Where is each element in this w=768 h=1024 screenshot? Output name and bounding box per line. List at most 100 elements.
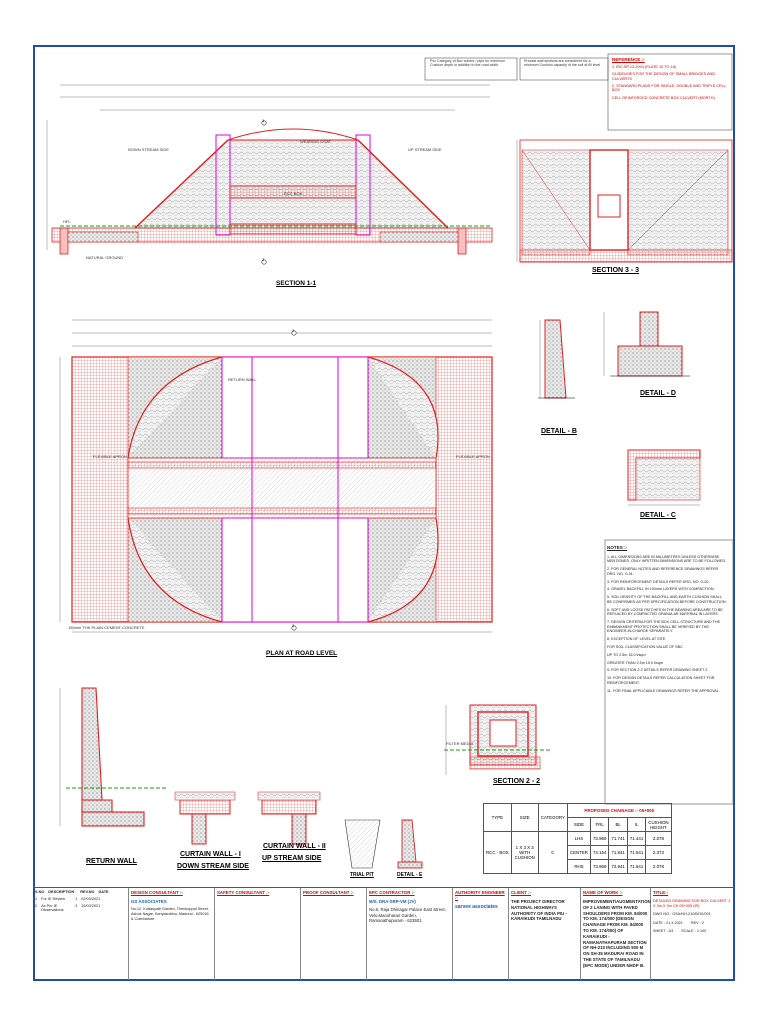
curtain-wall-2-label: CURTAIN WALL - II <box>263 843 326 850</box>
title-text: DETAILED DRAWING FOR BOX CULVERT 1 X 3m … <box>653 899 731 909</box>
note-item: 8. EXCEPTION OF LEVEL AT SITE <box>607 637 666 642</box>
authority-engineer-cell: AUTHORITY ENGINEER :- sarvee associates <box>453 888 509 980</box>
table-title: PROPOSED CHAINAGE :- 05+005 <box>566 803 672 818</box>
section-mark: 1 <box>262 118 265 123</box>
drawing-scale: SCALE : 1:100 <box>681 929 707 934</box>
epc-contractor-address: No.6, Raja Dhinagar Palace East Street, … <box>369 906 446 924</box>
rev-header: S.NO <box>35 890 45 894</box>
date-rev-row: DATE : 21.3.2021 REV : 2 <box>653 921 733 925</box>
wearing-coat-label: WEARING COAT <box>300 139 332 144</box>
table-cell: 74.164 <box>589 845 610 860</box>
note-item: 1. ALL DIMENSIONS ARE IN MILLIMETRES UNL… <box>607 554 727 564</box>
table-cell: 71.441 <box>626 831 647 846</box>
section-1-1-drawing <box>46 84 493 265</box>
safety-consultant-cell: SAFETY CONSULTANT :- <box>215 888 301 980</box>
table-header: CATEGORY <box>537 803 568 832</box>
table-header: BL <box>608 817 628 832</box>
detail-e-drawing <box>397 819 423 869</box>
table-header: IL <box>626 817 647 832</box>
trial-pit-drawing <box>344 819 381 869</box>
client-cell: CLIENT :- THE PROJECT DIRECTOR NATIONAL … <box>509 888 581 980</box>
table-header: CUSHION HEIGHT <box>645 817 672 832</box>
detail-c-label: DETAIL - C <box>640 512 676 519</box>
table-cell: 2.373 <box>645 845 672 860</box>
reference-line: 1. IRC:SP:13-2004 (PLATE 10 TO 18) <box>612 65 676 69</box>
curtain-wall-1-label: CURTAIN WALL - I <box>180 851 241 858</box>
return-wall-drawing <box>59 687 168 827</box>
revision-header-row: S.NO DESCRIPTION REV.NO DATE <box>35 890 126 894</box>
proof-consultant-head: PROOF CONSULTANT :- <box>303 890 354 895</box>
detail-c-drawing <box>627 449 701 506</box>
title-block: S.NO DESCRIPTION REV.NO DATE 1 For IE Re… <box>33 887 735 982</box>
table-cell: 2.078 <box>645 831 672 846</box>
detail-b-label: DETAIL - B <box>541 428 577 435</box>
hfl-label: HFL <box>63 219 71 224</box>
down-stream-side-tag: DOWN STREAM SIDE <box>128 147 169 152</box>
return-wall-plan-label: RETURN WALL <box>228 377 257 382</box>
section-mark: 2 <box>292 328 295 333</box>
note-item: 10. FOR DESIGN DETAILS REFER CALCULATION… <box>607 676 715 685</box>
safety-consultant-head: SAFETY CONSULTANT :- <box>217 890 270 895</box>
table-cell: 71.541 <box>626 845 647 860</box>
soil-heading: FOR SOIL CLASSIFICATION VALUE OF SBC <box>607 644 683 649</box>
down-stream-side-label: DOWN STREAM SIDE <box>177 863 249 870</box>
rcc-box-label: RCC BOX <box>284 191 303 196</box>
revision-cell: S.NO DESCRIPTION REV.NO DATE 1 For IE Re… <box>33 888 129 980</box>
section-mark: 1 <box>262 257 265 262</box>
reference-line: GUIDELINES FOR THE DESIGN OF SMALL BRIDG… <box>612 72 715 81</box>
section-1-1-label: SECTION 1-1 <box>276 280 317 287</box>
reference-title: REFERENCE :- <box>612 57 645 62</box>
soil-row: GREATER THAN 2.5m 15.0 t/sqm <box>607 660 664 665</box>
table-cell: C <box>537 831 568 874</box>
section-mark: 2 <box>292 623 295 628</box>
rev-header: REV.NO <box>80 890 95 894</box>
pcc-note-label: 150mm THK PLAIN CEMENT CONCRETE <box>68 625 145 630</box>
section-3-3-label: SECTION 3 - 3 <box>592 267 640 274</box>
note-item: 2. FOR GENERAL NOTES AND REFERENCE DRAWI… <box>607 567 719 576</box>
detail-e-label: DETAIL - E <box>397 872 423 878</box>
table-header: FRL <box>589 817 610 832</box>
authority-engineer-name: sarvee associates <box>455 904 498 910</box>
note-item: 7. DESIGN CRITERIA FOR THE BOX CELL STRU… <box>607 620 721 634</box>
drawing-date: DATE : 21.3.2021 <box>653 921 683 926</box>
drawing-number: DWG NO : GSA/NH-210/BOX/001 <box>653 912 711 917</box>
header-note-boxes <box>424 53 733 131</box>
detail-d-drawing <box>603 311 690 377</box>
table-header: SIZE <box>510 803 539 832</box>
design-consultant-name: GS ASSOCIATES <box>131 899 167 904</box>
table-cell: CENTER <box>566 845 591 860</box>
rev-cell: 1 <box>35 897 38 901</box>
rev-cell: As Per IE Observations <box>41 904 64 912</box>
revision-row: 1 For IE Review 1 02/03/2021 <box>35 897 126 901</box>
section-2-2-drawing <box>444 704 550 775</box>
table-cell: RHS <box>566 859 591 874</box>
drawing-title-cell: TITLE:- DETAILED DRAWING FOR BOX CULVERT… <box>651 888 735 980</box>
note-item: 6. SOFT AND LOOSE PATCHES IN THE BEARING… <box>607 607 723 617</box>
table-cell: 71.841 <box>608 845 628 860</box>
drawing-sheet-size: SHEET : A3 <box>653 929 674 934</box>
filter-media-label: FILTER MEDIA <box>446 741 474 746</box>
plan-at-road-level-drawing <box>59 319 493 633</box>
note-item: 4. GRAVEL BACKFILL IN 100mm LAYERS WITH … <box>607 587 715 592</box>
epc-contractor-name: M/S. DRA-SRP-VM (JV) <box>369 899 416 904</box>
sheet-scale-row: SHEET : A3 SCALE : 1:100 <box>653 929 733 933</box>
note-item: 5. SOIL DENSITY OF THE BACKFILL AND EART… <box>607 595 727 604</box>
reference-block: REFERENCE :- 1. IRC:SP:13-2004 (PLATE 10… <box>612 57 730 100</box>
curtain-wall-1-drawing <box>174 791 236 845</box>
rev-cell: For IE Review <box>41 897 65 901</box>
title-head: TITLE:- <box>653 890 669 895</box>
rev-cell: 2 <box>35 904 38 908</box>
rev-cell: 2 <box>75 904 78 908</box>
curtain-wall-2-drawing <box>257 791 321 845</box>
note-item: 3. FOR REINFORCEMENT DETAILS REFER DRG. … <box>607 579 710 584</box>
note-item: 9. FOR SECTION 2-2 DETAILS REFER DRAWING… <box>607 668 709 673</box>
proof-consultant-cell: PROOF CONSULTANT :- <box>301 888 367 980</box>
name-of-work-cell: NAME OF WORK :- IMPROVEMENT/AUGMENTATION… <box>581 888 651 980</box>
epc-contractor-cell: EPC CONTRACTOR :- M/S. DRA-SRP-VM (JV) N… <box>367 888 453 980</box>
design-consultant-cell: DESIGN CONSULTANT :- GS ASSOCIATES No.12… <box>129 888 215 980</box>
name-of-work-head: NAME OF WORK :- <box>583 890 623 895</box>
notes-block: NOTES :- 1. ALL DIMENSIONS ARE IN MILLIM… <box>607 545 727 696</box>
section-3-3-drawing <box>516 139 733 263</box>
client-text: THE PROJECT DIRECTOR NATIONAL HIGHWAYS A… <box>511 899 567 922</box>
